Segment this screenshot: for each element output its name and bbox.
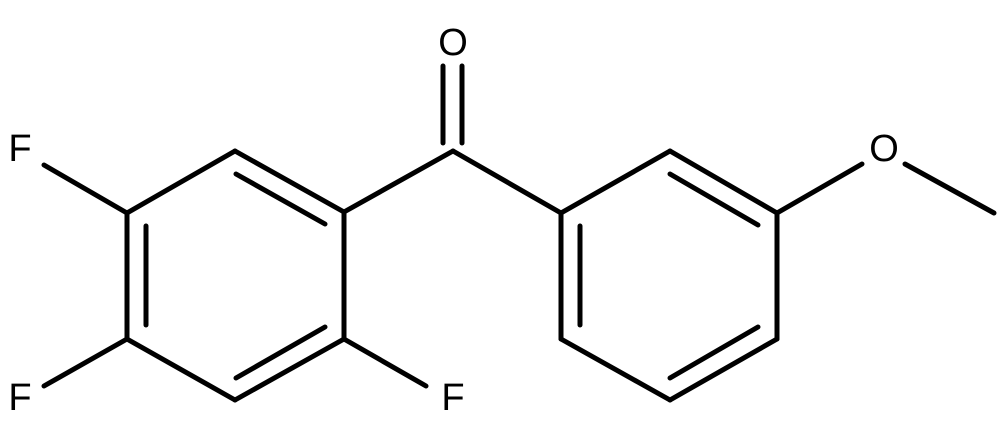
bond-to-fluorine-bottom-middle (341, 336, 429, 389)
left-ring-bond-5-inner (233, 324, 328, 381)
left-ring-bond-4 (124, 336, 238, 403)
bond-to-fluorine-top-left (41, 162, 130, 216)
left-ring-bond-1-inner (233, 171, 328, 227)
right-ring-bond-2-inner (667, 171, 761, 228)
bond-to-fluorine-bottom-left (41, 336, 130, 389)
bond-methoxy-oxygen-to-methyl (902, 161, 997, 216)
bond-carbonyl-to-left-ring (341, 148, 456, 215)
right-ring-bond-2 (667, 148, 780, 216)
left-ring-bond-1 (232, 148, 347, 215)
oxygen-methoxy-label: O (869, 128, 899, 170)
left-ring-bond-2 (124, 148, 238, 216)
fluorine-top-left-label: F (8, 128, 31, 170)
right-ring (558, 148, 997, 403)
fluorine-bottom-left-label: F (8, 377, 31, 419)
right-ring-bond-1 (558, 148, 673, 216)
fluorine-bottom-middle-label: F (441, 377, 464, 419)
bond-carbonyl-to-right-ring (450, 148, 564, 216)
left-ring (41, 148, 429, 403)
left-ring-bond-5 (232, 336, 347, 403)
right-ring-bond-4 (667, 336, 780, 403)
bond-to-methoxy-oxygen (774, 161, 865, 216)
oxygen-carbonyl-label: O (438, 22, 468, 64)
carbonyl-group (341, 63, 564, 216)
right-ring-bond-5 (558, 336, 673, 403)
right-ring-bond-4-inner (667, 324, 761, 381)
